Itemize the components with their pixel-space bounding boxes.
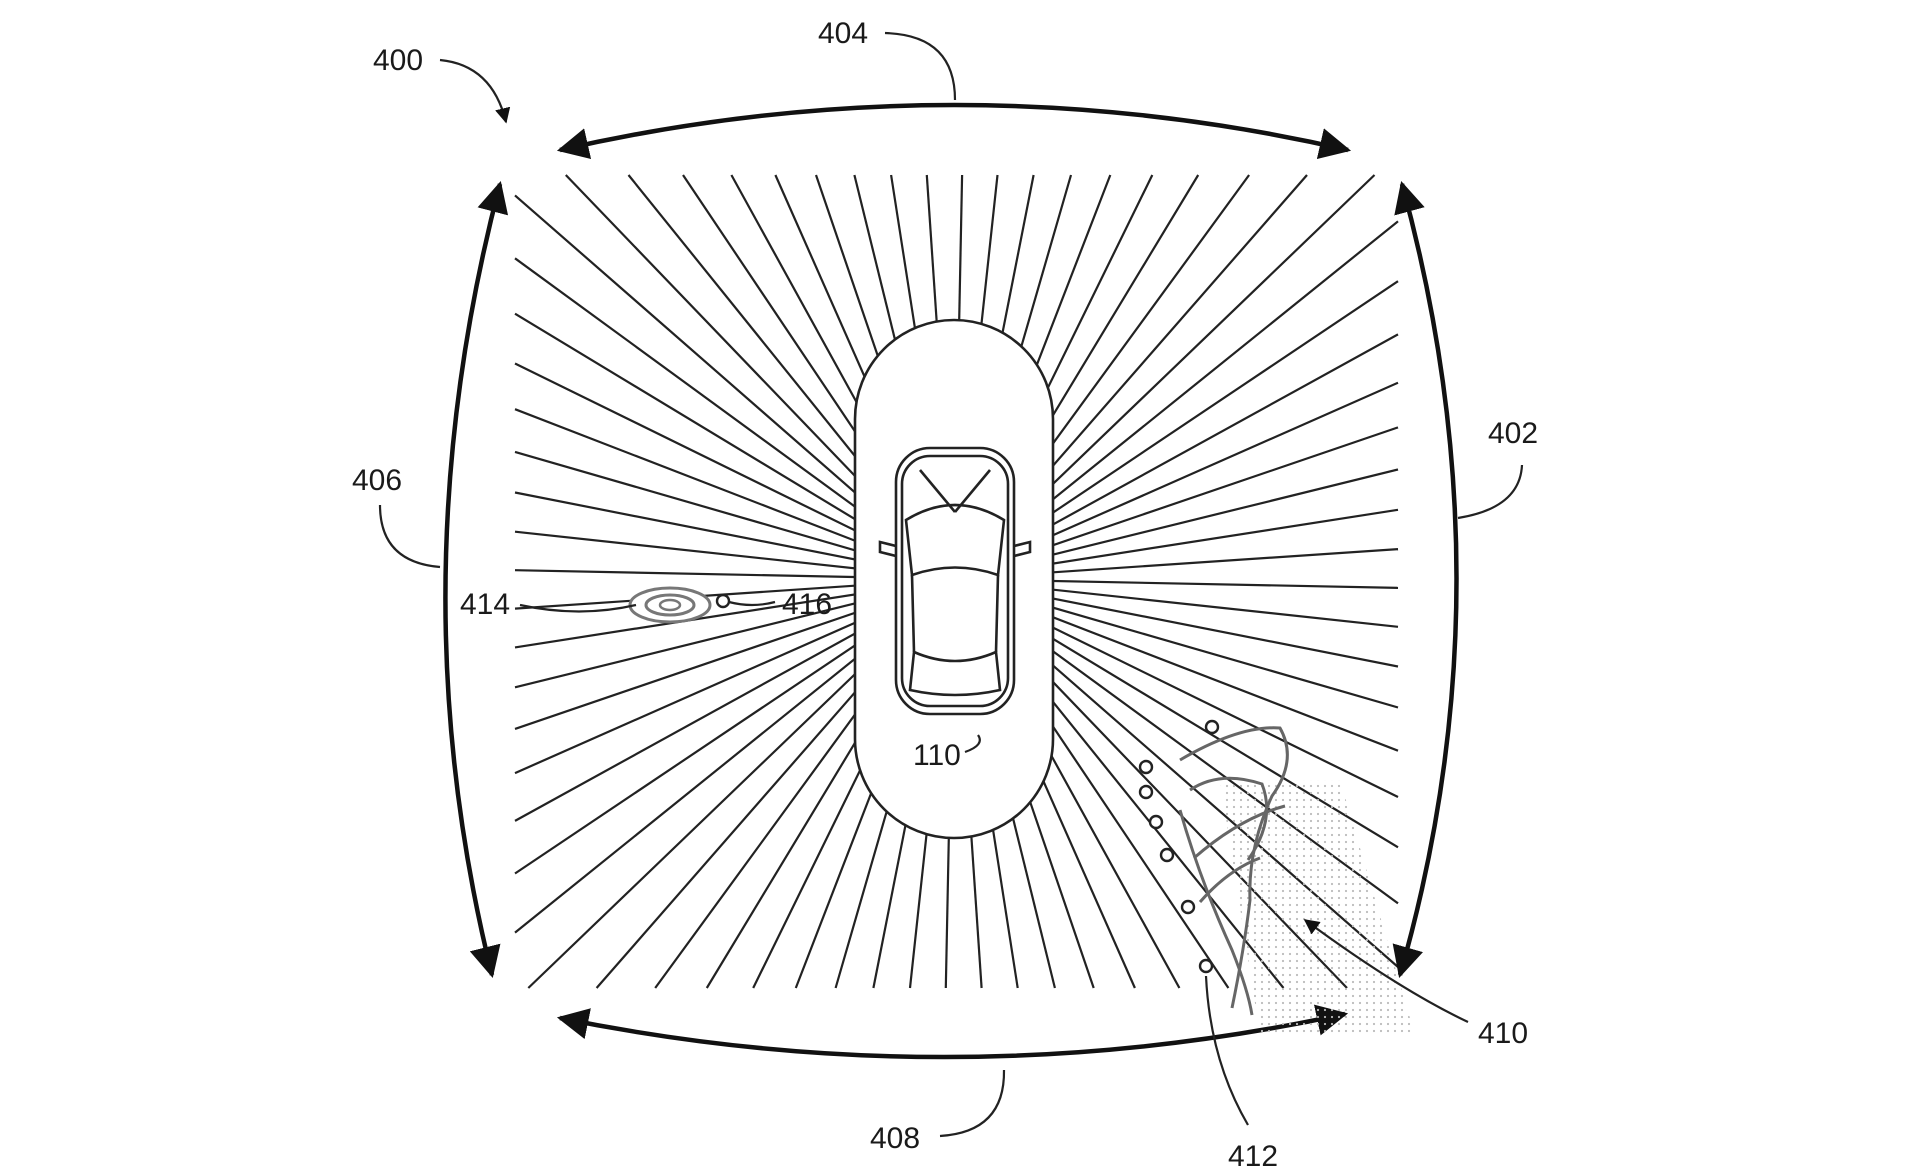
leader-402 [1457,464,1524,520]
right-zone-arc [1392,180,1459,979]
leader-110 [964,734,981,754]
leader-414 [519,603,637,613]
small-object [628,586,712,624]
label-object-points: 412 [1228,1140,1278,1170]
label-figure-ref: 400 [373,44,423,77]
label-top-zone: 404 [818,17,868,50]
object-point [1180,899,1196,915]
top-zone-arc [556,102,1352,160]
detected-object-region [1178,726,1415,1035]
small-object-point [715,593,731,609]
object-point [1204,719,1220,735]
leader-412 [1204,975,1249,1126]
bottom-zone-arc [556,1004,1349,1060]
object-point [1159,847,1175,863]
leader-416 [728,600,776,607]
leader-408 [939,1069,1006,1138]
vehicle-top-view [878,446,1032,716]
leader-400 [439,58,511,124]
leader-410 [1303,919,1469,1023]
label-right-zone: 402 [1488,417,1538,450]
vehicle-capsule [853,318,1055,840]
label-small-object: 414 [460,588,510,621]
leader-404 [884,31,957,101]
label-vehicle: 110 [913,739,961,772]
left-zone-arc [443,180,509,979]
leader-406 [378,504,441,569]
label-bottom-zone: 408 [870,1122,920,1155]
label-object-region: 410 [1478,1017,1528,1050]
label-left-zone: 406 [352,464,402,497]
object-point [1148,814,1164,830]
object-point [1198,958,1214,974]
object-point [1138,784,1154,800]
object-point [1138,759,1154,775]
label-small-object-point: 416 [782,588,832,621]
object-points [1138,719,1220,974]
